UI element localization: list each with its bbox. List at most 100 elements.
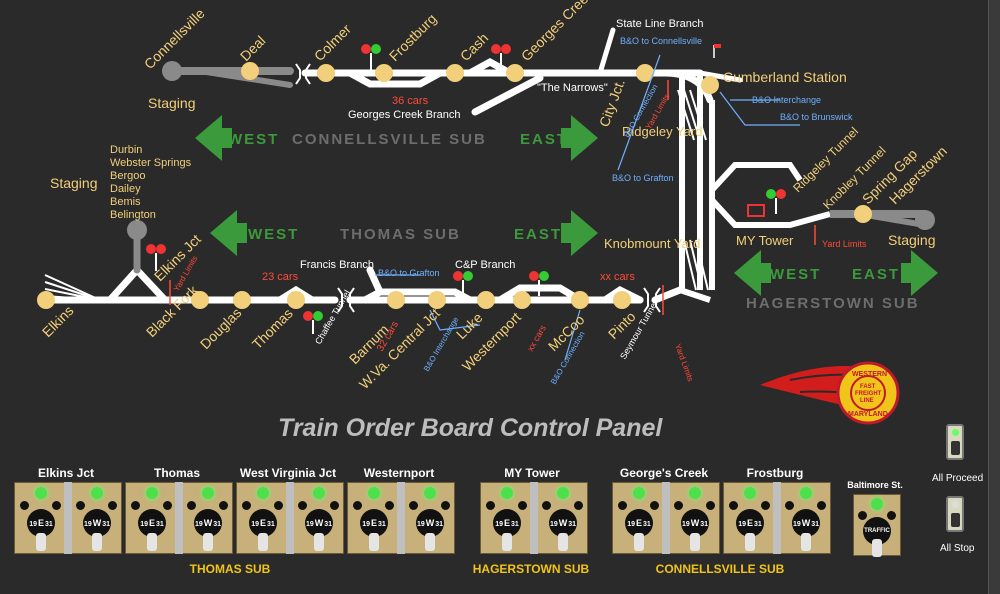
lever-dot-right bbox=[219, 501, 228, 510]
train-order-lever-2-west[interactable]: 19W31 bbox=[292, 482, 344, 554]
label-staging-top: Staging bbox=[148, 95, 195, 111]
train-order-lever-4-east[interactable]: 19E31 bbox=[480, 482, 532, 554]
all-stop-switch[interactable] bbox=[946, 496, 964, 532]
label-staging-east: Staging bbox=[888, 232, 935, 248]
label-xx-cars-2: xx cars bbox=[525, 323, 548, 353]
lever-lamp bbox=[744, 487, 756, 499]
train-order-lever-5-east[interactable]: 19E31 bbox=[612, 482, 664, 554]
lever-direction: W bbox=[801, 518, 811, 528]
lever-num-left: 19 bbox=[251, 521, 259, 528]
train-order-lever-6-east[interactable]: 19E31 bbox=[723, 482, 775, 554]
lever-dot-left bbox=[542, 501, 551, 510]
lever-num-right: 31 bbox=[700, 521, 709, 528]
lever-num-left: 19 bbox=[140, 521, 148, 528]
lever-lamp bbox=[313, 487, 325, 499]
lever-num-right: 31 bbox=[754, 521, 762, 528]
baltimore-handle[interactable] bbox=[872, 539, 882, 557]
all-proceed-switch[interactable] bbox=[946, 424, 964, 460]
baltimore-dot-right bbox=[887, 511, 896, 520]
thomas-east: East bbox=[514, 226, 562, 243]
train-order-lever-1-west[interactable]: 19W31 bbox=[181, 482, 233, 554]
train-order-lever-2-east[interactable]: 19E31 bbox=[236, 482, 288, 554]
lever-handle[interactable] bbox=[690, 533, 700, 551]
lever-direction: W bbox=[92, 518, 102, 528]
label-bo-to-grafton-thomas: B&O to Grafton bbox=[378, 268, 440, 278]
all-proceed-toggle bbox=[951, 441, 960, 455]
lever-handle[interactable] bbox=[502, 533, 512, 551]
lever-direction-disk: 19W31 bbox=[681, 509, 709, 537]
lever-lamp bbox=[202, 487, 214, 499]
group-label-hagerstown: HAGERSTOWN SUB bbox=[472, 562, 590, 576]
train-order-lever-3-east[interactable]: 19E31 bbox=[347, 482, 399, 554]
lever-num-left: 19 bbox=[495, 521, 503, 528]
lever-direction: E bbox=[746, 518, 753, 528]
lever-direction: W bbox=[203, 518, 213, 528]
branch-bemis: Bemis bbox=[110, 196, 141, 208]
lever-direction: E bbox=[370, 518, 377, 528]
lever-num-right: 31 bbox=[267, 521, 275, 528]
all-proceed-label: All Proceed bbox=[932, 473, 984, 484]
lever-handle[interactable] bbox=[36, 533, 46, 551]
train-order-lever-3-west[interactable]: 19W31 bbox=[403, 482, 455, 554]
vertical-scrollbar[interactable] bbox=[988, 0, 1000, 594]
lever-direction: E bbox=[148, 518, 155, 528]
label-deal: Deal bbox=[237, 32, 269, 64]
lever-direction-disk: 19W31 bbox=[83, 509, 111, 537]
all-stop-toggle bbox=[951, 513, 960, 527]
lever-lamp bbox=[35, 487, 47, 499]
branch-belington: Belington bbox=[110, 209, 156, 221]
label-cp-branch: C&P Branch bbox=[455, 259, 515, 271]
baltimore-st-label: Baltimore St. bbox=[847, 480, 903, 490]
train-order-lever-0-west[interactable]: 19W31 bbox=[70, 482, 122, 554]
lever-direction-disk: 19E31 bbox=[138, 509, 166, 537]
label-bo-to-brunswick: B&O to Brunswick bbox=[780, 112, 853, 122]
lever-handle[interactable] bbox=[314, 533, 324, 551]
elkins-fan bbox=[44, 274, 101, 301]
baltimore-lamp bbox=[871, 498, 883, 510]
lever-direction: W bbox=[558, 518, 568, 528]
lever-dot-left bbox=[20, 501, 29, 510]
train-order-lever-1-east[interactable]: 19E31 bbox=[125, 482, 177, 554]
lever-handle[interactable] bbox=[558, 533, 568, 551]
lever-handle[interactable] bbox=[425, 533, 435, 551]
lever-handle[interactable] bbox=[147, 533, 157, 551]
lever-num-left: 19 bbox=[305, 521, 314, 528]
train-order-lever-6-west[interactable]: 19W31 bbox=[779, 482, 831, 554]
label-douglas: Douglas bbox=[197, 304, 245, 352]
label-cumberland-station: Cumberland Station bbox=[723, 69, 847, 85]
label-xx-cars: xx cars bbox=[600, 271, 635, 283]
lever-handle[interactable] bbox=[203, 533, 213, 551]
lever-dot-right bbox=[650, 501, 659, 510]
lever-direction-disk: 19E31 bbox=[736, 509, 764, 537]
lever-direction: W bbox=[425, 518, 435, 528]
lever-handle[interactable] bbox=[745, 533, 755, 551]
lever-handle[interactable] bbox=[369, 533, 379, 551]
lever-dot-right bbox=[330, 501, 339, 510]
lever-handle[interactable] bbox=[92, 533, 102, 551]
lever-label-1: Thomas bbox=[153, 466, 200, 480]
lever-lamp bbox=[633, 487, 645, 499]
lever-num-right: 31 bbox=[811, 521, 820, 528]
connellsville-sub-name: Connellsville Sub bbox=[292, 131, 487, 148]
lever-num-right: 31 bbox=[102, 521, 111, 528]
lever-dot-left bbox=[187, 501, 196, 510]
lever-direction: W bbox=[314, 518, 324, 528]
lever-num-right: 31 bbox=[156, 521, 164, 528]
lever-direction: E bbox=[635, 518, 642, 528]
lever-dot-right bbox=[52, 501, 61, 510]
lever-handle[interactable] bbox=[258, 533, 268, 551]
baltimore-st-lever[interactable]: TRAFFIC bbox=[853, 494, 901, 557]
logo-maryland: MARYLAND bbox=[848, 411, 888, 418]
lever-handle[interactable] bbox=[801, 533, 811, 551]
lever-dot-left bbox=[298, 501, 307, 510]
train-order-lever-5-west[interactable]: 19W31 bbox=[668, 482, 720, 554]
label-bo-to-grafton-top: B&O to Grafton bbox=[612, 173, 674, 183]
lever-direction-disk: 19E31 bbox=[27, 509, 55, 537]
train-order-lever-0-east[interactable]: 19E31 bbox=[14, 482, 66, 554]
lever-divider bbox=[64, 482, 72, 554]
lever-direction-disk: 19W31 bbox=[549, 509, 577, 537]
label-frostburg: Frostburg bbox=[386, 10, 440, 64]
lever-handle[interactable] bbox=[634, 533, 644, 551]
train-order-lever-4-west[interactable]: 19W31 bbox=[536, 482, 588, 554]
lever-num-left: 19 bbox=[738, 521, 746, 528]
